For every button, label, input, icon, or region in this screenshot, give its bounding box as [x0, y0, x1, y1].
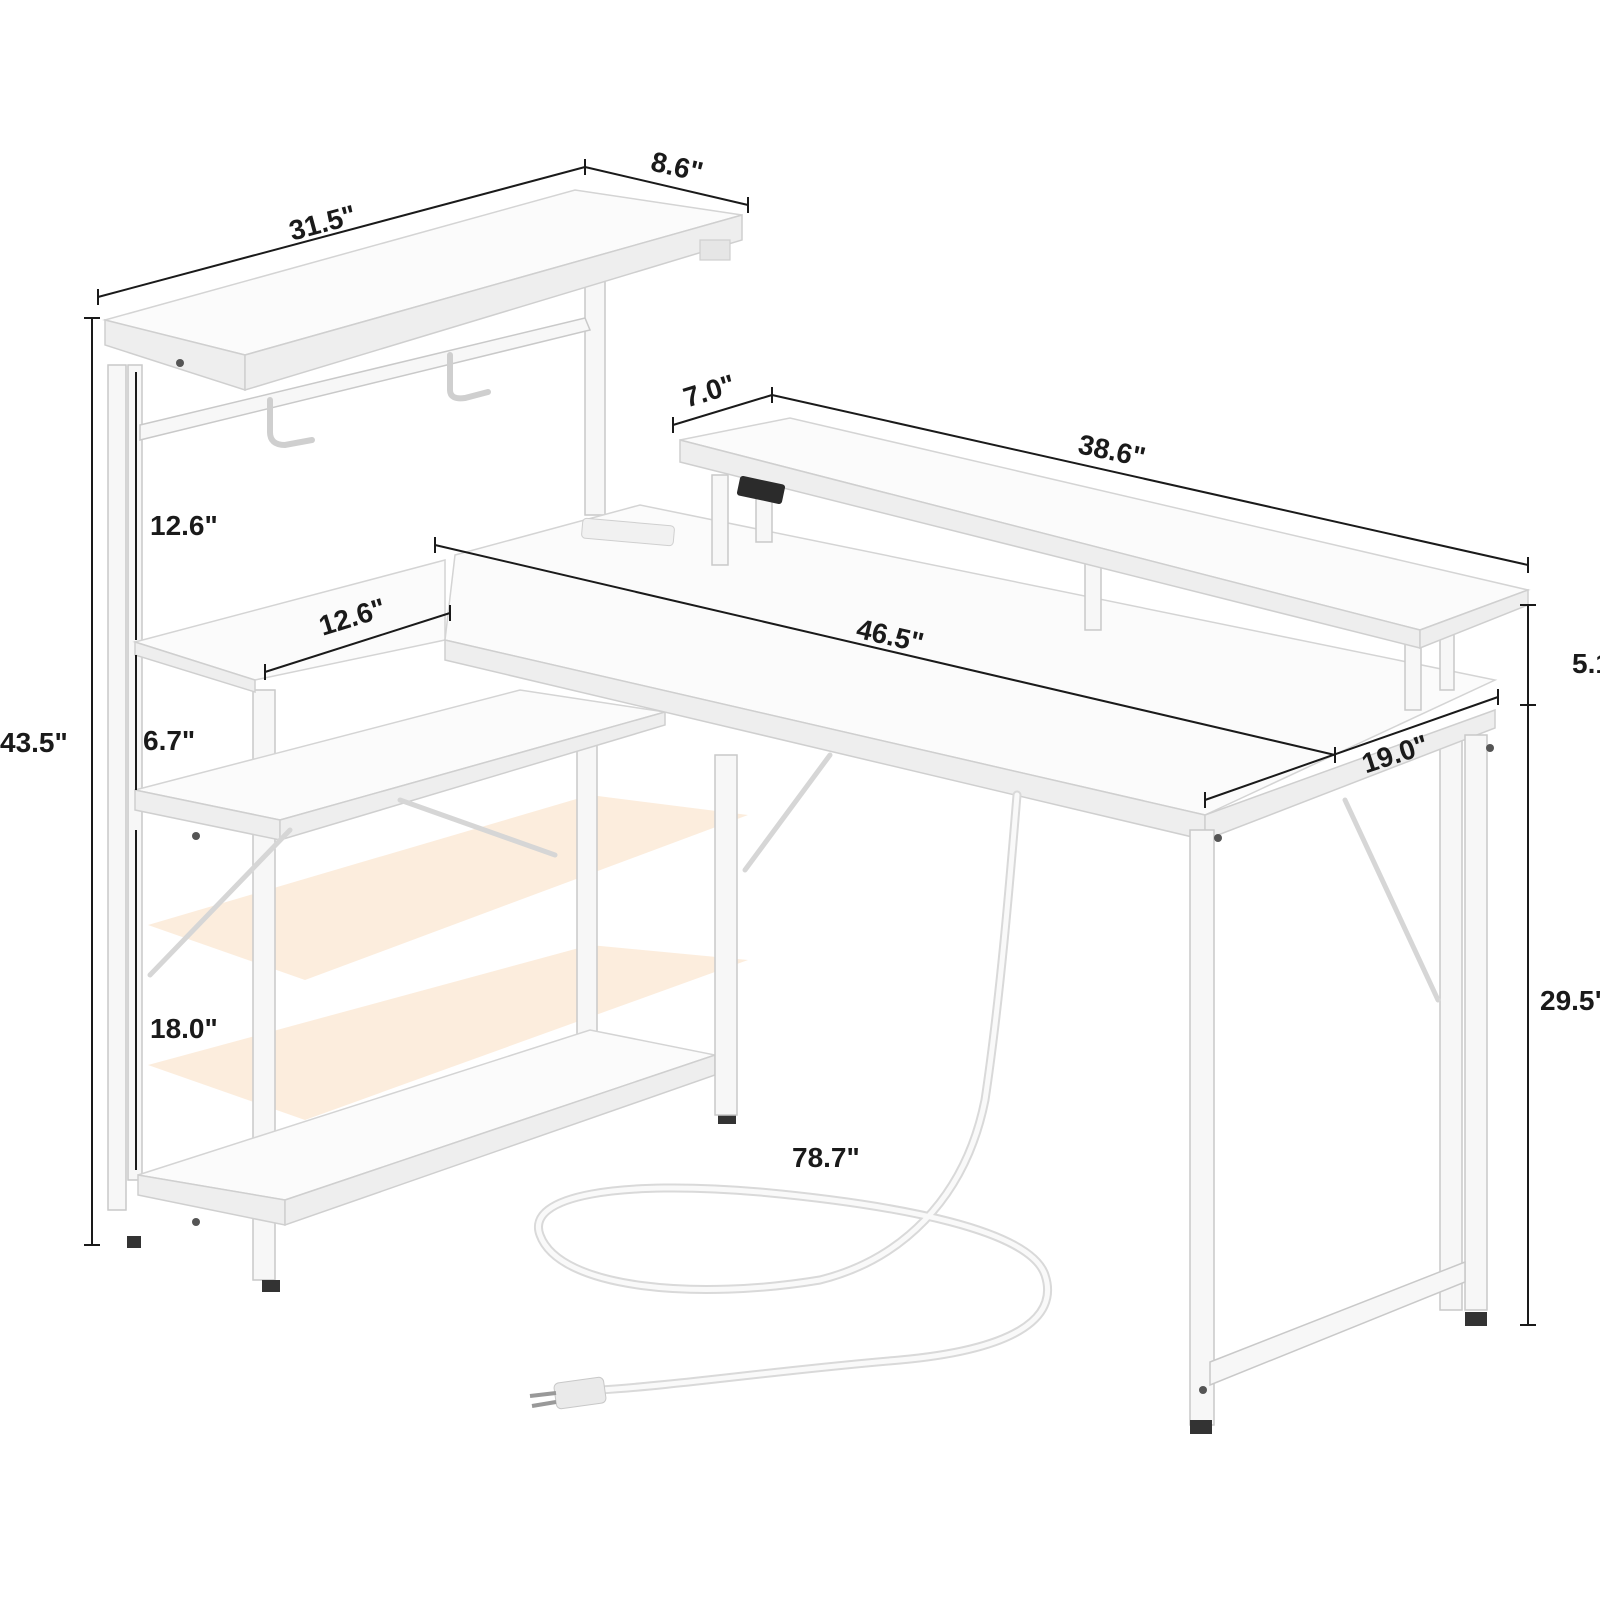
plug	[553, 1376, 607, 1410]
dimension-lines	[84, 159, 1536, 1326]
label-hutch-clearance: 12.6"	[150, 510, 218, 541]
tower-post-back-right	[576, 739, 598, 1041]
plug-prong	[529, 1391, 557, 1398]
bookshelf-tower	[102, 189, 743, 1292]
label-riser-height: 5.1"	[1572, 648, 1600, 679]
label-overall-height: 43.5"	[0, 727, 68, 758]
plug-prong	[531, 1400, 557, 1408]
desk-bottom-bar	[1209, 1260, 1466, 1387]
desk-foot	[1190, 1420, 1212, 1434]
main-desk	[444, 504, 1498, 1434]
label-riser-depth: 7.0"	[680, 368, 739, 413]
desk-leg-front-right	[1464, 734, 1488, 1311]
desk-leg-back-right	[1439, 739, 1463, 1311]
power-cord	[529, 790, 1053, 1410]
hutch-post-right	[584, 269, 606, 516]
riser-power-strip	[736, 475, 786, 505]
label-desk-height: 29.5"	[1540, 985, 1600, 1016]
label-shelf-spacing: 6.7"	[143, 725, 195, 756]
tower-post-back-left	[107, 364, 127, 1211]
label-hutch-depth: 8.6"	[648, 146, 706, 188]
hutch-bracket	[699, 239, 731, 261]
hook-left	[267, 397, 315, 449]
riser-post	[1084, 559, 1102, 631]
desk-leg-back-left	[714, 754, 738, 1116]
desk-leg-front-left	[1189, 829, 1215, 1426]
desk-top	[444, 504, 1498, 816]
riser-post	[711, 474, 729, 566]
label-lower-shelf-height: 18.0"	[150, 1013, 218, 1044]
monitor-riser	[679, 417, 1531, 711]
tower-foot	[262, 1280, 280, 1292]
hutch-top-shelf-front	[244, 214, 743, 392]
label-cord-length: 78.7"	[792, 1142, 860, 1173]
hook-rail	[139, 317, 592, 441]
side-desk-side	[134, 640, 256, 694]
hook-right	[447, 352, 491, 402]
label-hutch-width: 31.5"	[286, 199, 359, 246]
desk-foot	[1465, 1312, 1487, 1326]
adjustable-shelf-highlights	[148, 795, 748, 1120]
tower-foot	[127, 1236, 141, 1248]
desk-outlet	[581, 517, 675, 547]
